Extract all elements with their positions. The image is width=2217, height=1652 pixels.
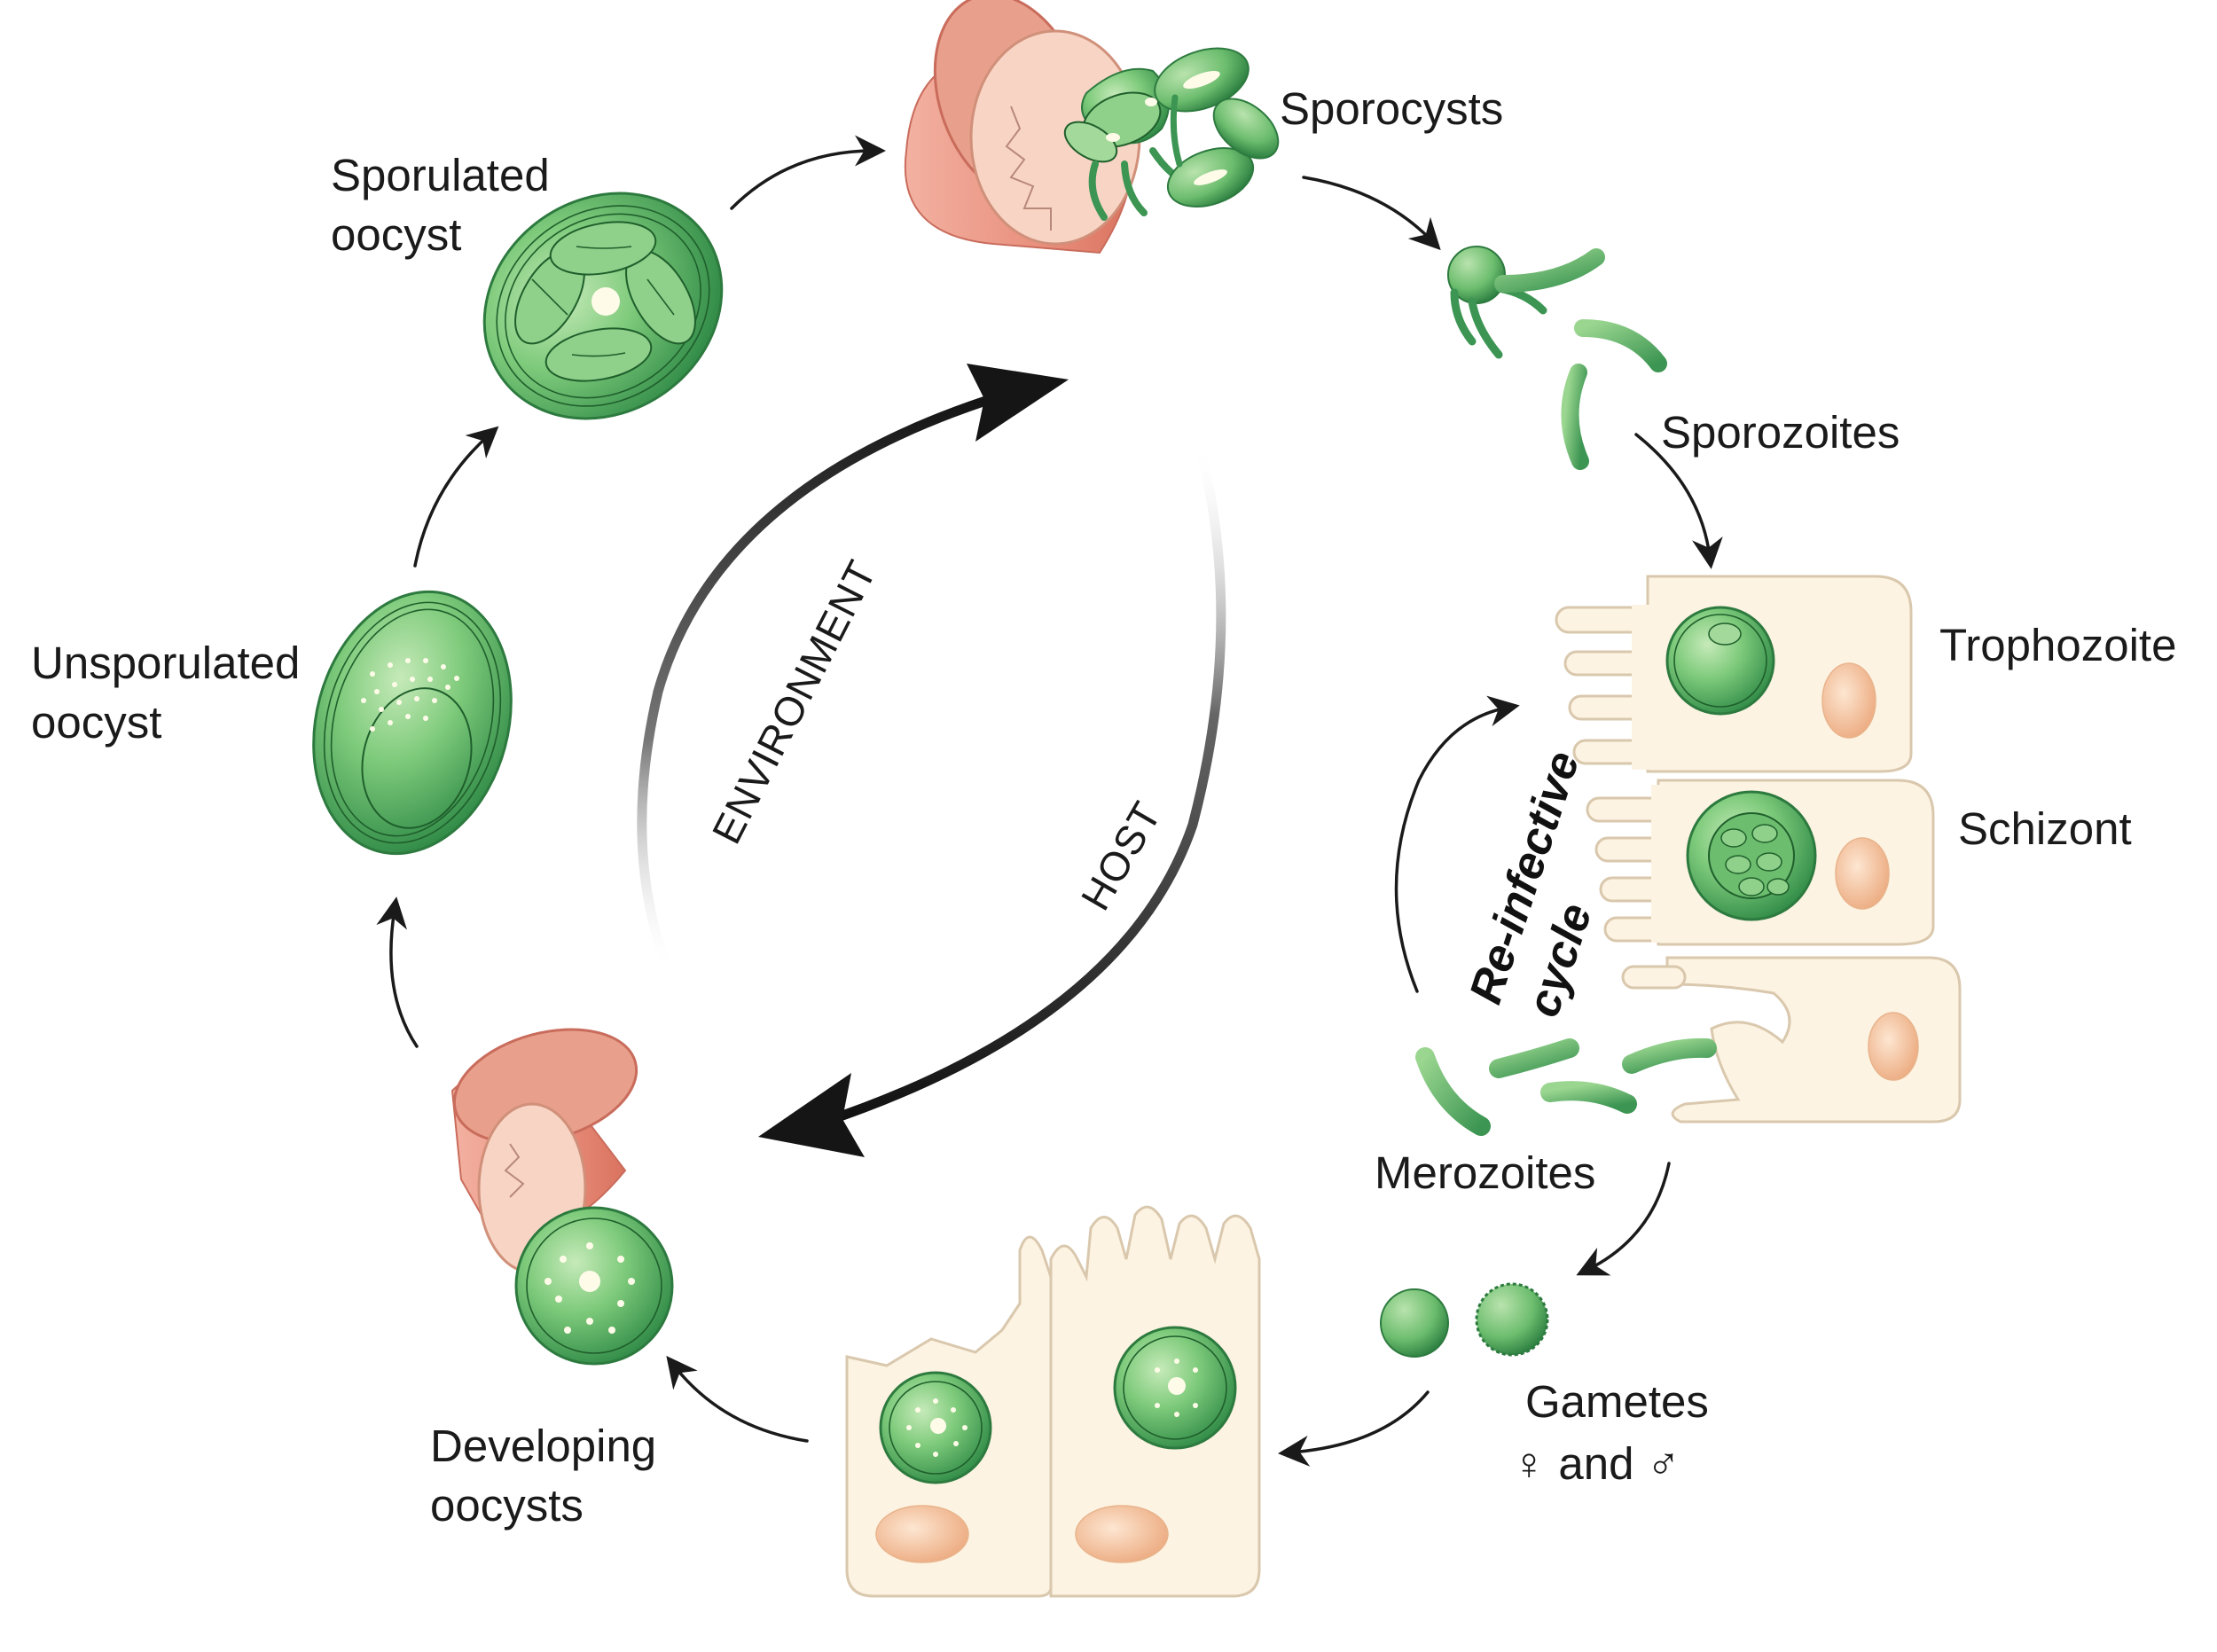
gametes (1380, 1282, 1549, 1358)
arrow-sporulated-to-sporocysts-icon (730, 135, 886, 210)
sporulated-oocyst-label-2: oocyst (331, 209, 461, 260)
sporozoites-label: Sporozoites (1661, 407, 1900, 458)
sporocysts-intestine (904, 0, 1280, 254)
arrow-merozoites-to-gametes-icon (1576, 1162, 1671, 1276)
gametes-label-1: Gametes (1525, 1376, 1709, 1427)
sporulated-oocyst (482, 192, 724, 420)
host-arrowhead-icon (758, 1073, 865, 1157)
gametes-label-2: ♀ and ♂ (1512, 1438, 1680, 1489)
sporocyst-shapes (1063, 47, 1280, 221)
environment-arrowhead-icon (967, 364, 1069, 442)
environment-arc-icon (637, 385, 1025, 979)
unsporulated-oocyst-label-2: oocyst (31, 697, 161, 748)
environment-label: ENVIRONMENT (703, 552, 886, 850)
host-epithelial-cells-right (1555, 575, 1962, 1124)
developing-oocysts-label-2: oocysts (430, 1480, 584, 1531)
arrow-gametes-to-developing-icon (1278, 1390, 1430, 1467)
schizont-nucleus (1835, 837, 1890, 910)
unsporulated-oocyst-label-1: Unsporulated (31, 638, 300, 688)
trophozoite-label: Trophozoite (1939, 620, 2176, 670)
cycle-arrows (376, 135, 1723, 1467)
male-gamete (1475, 1282, 1549, 1357)
sporulated-oocyst-label-1: Sporulated (331, 150, 550, 200)
arrow-sporozoites-to-trophozoite-icon (1634, 433, 1723, 569)
arrow-developing-to-oocyst-icon (666, 1355, 809, 1443)
arrow-developing-up-icon (376, 896, 419, 1048)
schizont-label: Schizont (1958, 803, 2132, 854)
sporozoites (1447, 246, 1667, 470)
arrow-reinfective-cycle-icon (1394, 695, 1520, 993)
environment-host-arrows: ENVIRONMENT HOST (637, 364, 1226, 1157)
female-gamete (1380, 1288, 1449, 1358)
developing-oocyst-cells (845, 1205, 1261, 1598)
developing-oocyst-intestine (450, 1028, 674, 1366)
merozoites (1415, 1037, 1717, 1136)
merozoite-cell-nucleus (1868, 1012, 1919, 1081)
trophozoite-nucleus (1821, 662, 1876, 739)
trophozoite-parasite (1665, 606, 1775, 716)
arrow-sporocysts-to-sporozoites-icon (1302, 176, 1441, 251)
arrow-unsporulated-to-sporulated-icon (413, 426, 499, 568)
merozoite-release-cell (1665, 956, 1962, 1124)
merozoites-label: Merozoites (1375, 1147, 1595, 1198)
developing-oocysts-label-1: Developing (430, 1421, 656, 1471)
unsporulated-oocyst (312, 590, 513, 856)
sporocysts-label: Sporocysts (1280, 83, 1503, 134)
host-arc-icon (819, 438, 1226, 1127)
